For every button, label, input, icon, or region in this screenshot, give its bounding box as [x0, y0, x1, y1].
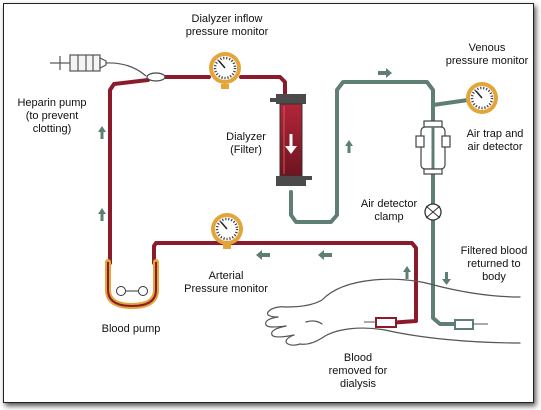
- label-air-trap-detector: Air trap and air detector: [466, 128, 524, 153]
- flow-arrows: [98, 68, 451, 285]
- arterial-gauge-icon: [211, 213, 243, 249]
- patient-arm-outline: [265, 278, 521, 346]
- air-trap-icon: [415, 120, 451, 175]
- arrow-up-icon: [403, 266, 411, 279]
- arrow-left-icon: [256, 250, 270, 260]
- label-blood-pump: Blood pump: [101, 323, 161, 335]
- arterial-needle-icon: [364, 317, 397, 328]
- dialyzer-filter-icon: [270, 94, 312, 186]
- heparin-syringe-icon: [50, 54, 166, 82]
- venous-gauge-icon: [466, 82, 498, 114]
- label-air-detector-clamp: Air detector clamp: [360, 198, 418, 223]
- dialyzer-inflow-gauge-icon: [209, 52, 241, 89]
- label-venous-pressure-monitor: Venous pressure monitor: [445, 42, 529, 67]
- label-heparin-pump: Heparin pump (to prevent clotting): [17, 97, 87, 135]
- arrow-left-icon: [318, 250, 332, 260]
- arrow-up-icon: [98, 208, 106, 221]
- label-filtered-blood-returned: Filtered blood returned to body: [460, 245, 528, 283]
- arrow-down-icon: [442, 272, 451, 285]
- arrow-up-icon: [98, 126, 106, 139]
- arrow-right-icon: [378, 68, 392, 78]
- label-dialyzer-filter: Dialyzer (Filter): [226, 131, 266, 156]
- blood-pump-icon: [105, 259, 159, 310]
- label-dialyzer-inflow-pressure-monitor: Dialyzer inflow pressure monitor: [185, 13, 269, 38]
- venous-needle-icon: [454, 319, 488, 330]
- label-blood-removed: Blood removed for dialysis: [328, 352, 388, 390]
- air-detector-clamp-icon: [424, 203, 442, 221]
- arrow-up-icon: [345, 140, 353, 153]
- label-arterial-pressure-monitor: Arterial Pressure monitor: [184, 270, 268, 295]
